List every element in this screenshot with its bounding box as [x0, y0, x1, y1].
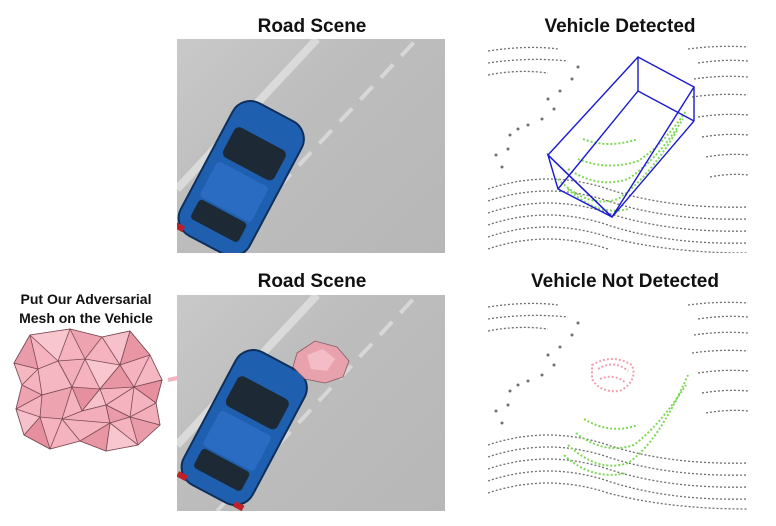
mesh-caption-line-1: Put Our Adversarial	[20, 291, 152, 307]
mesh-point-cluster	[591, 358, 635, 393]
blue-car	[177, 100, 305, 253]
top-road-scene-title: Road Scene	[257, 16, 367, 37]
bottom-lidar-point-cloud	[488, 295, 748, 511]
top-lidar-point-cloud	[488, 39, 748, 253]
detection-bounding-box	[546, 56, 695, 219]
top-road-scene-image	[177, 39, 445, 253]
mesh-caption-line-2: Mesh on the Vehicle	[19, 310, 153, 326]
bottom-vehicle-not-detected-title: Vehicle Not Detected	[531, 271, 719, 292]
adversarial-mesh-illustration	[10, 325, 168, 455]
bottom-road-scene-image	[177, 295, 445, 511]
bottom-road-scene-title: Road Scene	[257, 271, 367, 292]
mesh-caption: Put Our Adversarial Mesh on the Vehicle	[6, 290, 166, 328]
top-vehicle-detected-title: Vehicle Detected	[544, 16, 696, 37]
blue-car-with-mesh	[177, 349, 308, 511]
mesh-on-roof	[292, 340, 350, 384]
